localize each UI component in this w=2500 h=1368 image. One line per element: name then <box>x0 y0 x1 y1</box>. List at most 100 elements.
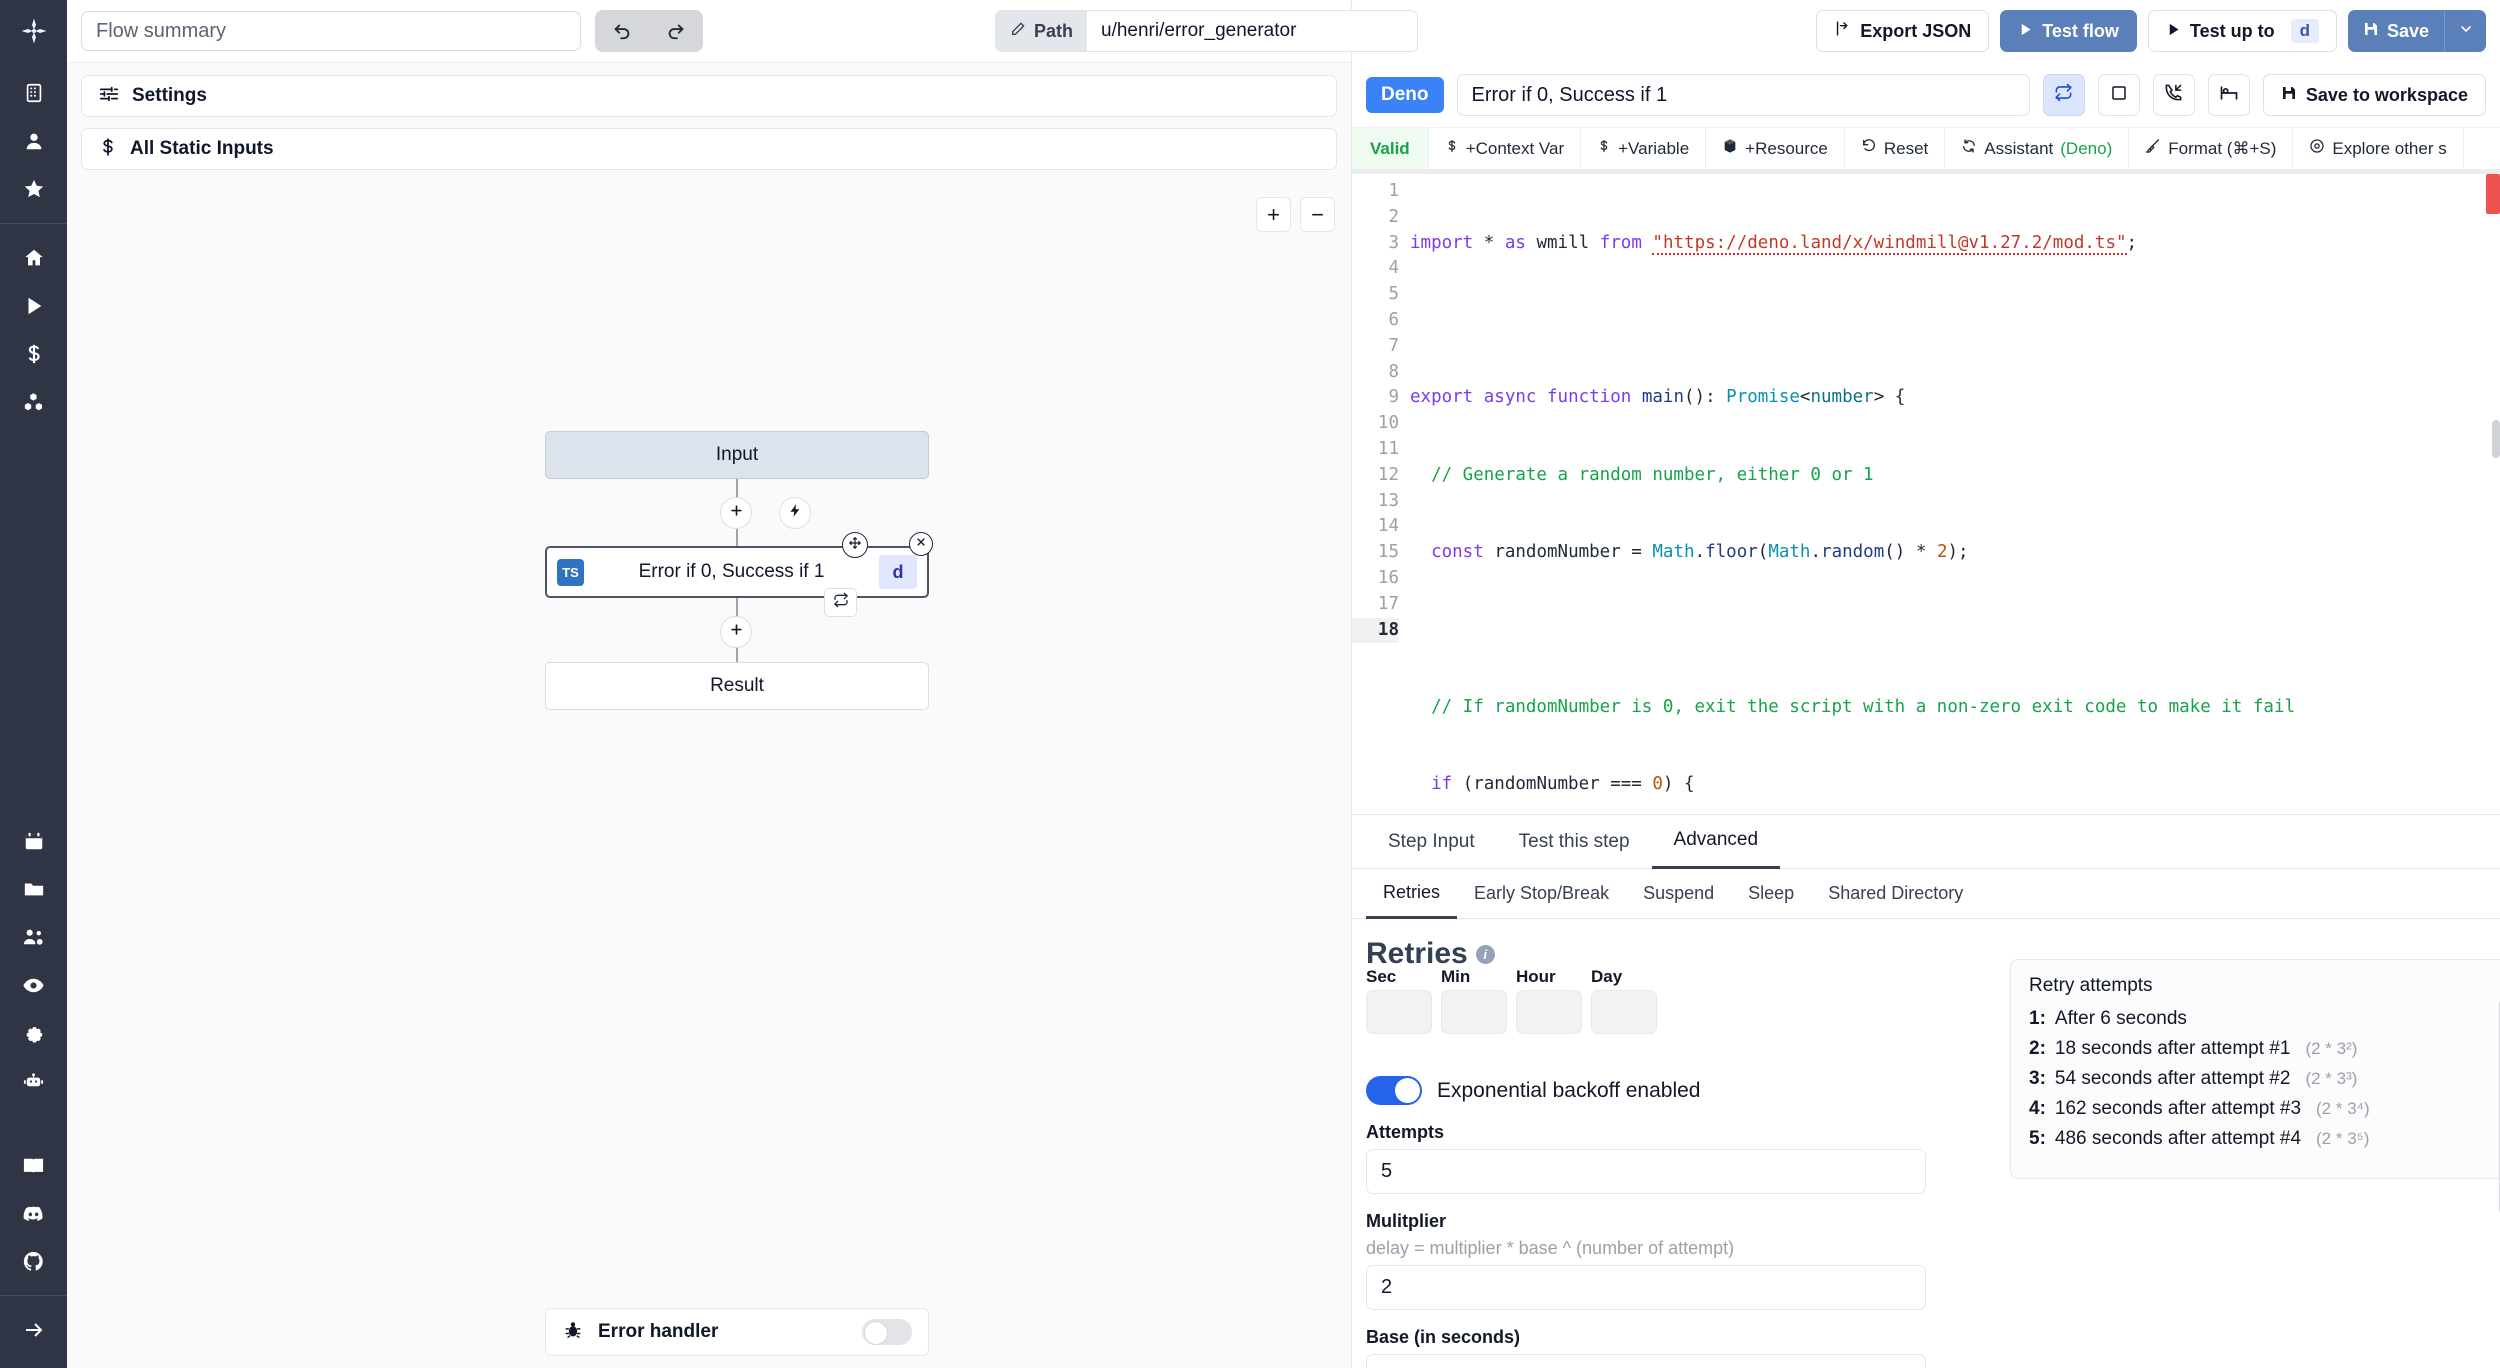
delay-label-hour: Hour <box>1516 967 1556 987</box>
sidebar-item-favorites[interactable] <box>0 165 67 213</box>
node-move-handle[interactable] <box>842 532 868 558</box>
save-icon <box>2281 85 2297 106</box>
line-number: 15 <box>1377 542 1399 563</box>
sidebar-item-workspace[interactable] <box>0 69 67 117</box>
add-context-var-button[interactable]: +Context Var <box>1429 128 1582 170</box>
error-handler-bar[interactable]: Error handler <box>545 1308 929 1356</box>
line-number: 8 <box>1388 361 1399 382</box>
zoom-out-button[interactable]: − <box>1300 197 1335 232</box>
save-button[interactable]: Save <box>2348 10 2444 52</box>
flow-canvas[interactable]: + − Input <box>67 181 1351 1368</box>
retry-attempt-text: 54 seconds after attempt #2 <box>2054 1068 2291 1090</box>
attempts-input[interactable] <box>1366 1149 1926 1195</box>
editor-error-marker <box>2486 174 2500 215</box>
tab-test-this-step[interactable]: Test this step <box>1518 830 1630 852</box>
script-header: Deno <box>1352 63 2500 127</box>
format-label: Format (⌘+S) <box>2168 138 2277 158</box>
zoom-in-button[interactable]: + <box>1256 197 1291 232</box>
retry-toggle-button[interactable] <box>2042 74 2085 116</box>
sidebar-item-github[interactable] <box>0 1237 67 1285</box>
add-step-button-bottom[interactable] <box>720 616 752 648</box>
error-handler-toggle[interactable] <box>862 1319 912 1345</box>
add-resource-label: +Resource <box>1745 138 1828 158</box>
test-up-to-button[interactable]: Test up to d <box>2147 10 2337 52</box>
sidebar-item-discord[interactable] <box>0 1189 67 1237</box>
add-variable-button[interactable]: +Variable <box>1581 128 1707 170</box>
editor-vertical-scrollbar[interactable] <box>2492 420 2500 459</box>
explore-other-scripts-button[interactable]: Explore other s <box>2293 128 2464 170</box>
subtab-sleep[interactable]: Sleep <box>1748 883 1795 904</box>
line-number: 16 <box>1377 568 1399 588</box>
assistant-button[interactable]: Assistant (Deno) <box>1945 128 2130 170</box>
format-button[interactable]: Format (⌘+S) <box>2129 128 2294 170</box>
sidebar-item-variables[interactable] <box>0 330 67 378</box>
sidebar-item-home[interactable] <box>0 234 67 282</box>
add-step-button-top[interactable] <box>720 497 752 529</box>
settings-card[interactable]: Settings <box>81 75 1337 117</box>
add-branch-button[interactable] <box>779 497 811 529</box>
reset-button[interactable]: Reset <box>1845 128 1946 170</box>
path-input[interactable] <box>1087 11 1418 51</box>
subtab-suspend[interactable]: Suspend <box>1643 883 1715 904</box>
sidebar-item-user[interactable] <box>0 117 67 165</box>
delay-input-sec[interactable] <box>1366 990 1432 1035</box>
code-lines[interactable]: import * as wmill from "https://deno.lan… <box>1410 179 2500 814</box>
flow-actions-toolbar: Export JSON Test flow Test up to d <box>1816 10 2486 52</box>
sidebar-item-groups[interactable] <box>0 913 67 961</box>
expand-sidebar-button[interactable] <box>0 1306 67 1354</box>
node-step-error-if-0[interactable]: TS Error if 0, Success if 1 d <box>545 546 929 598</box>
sidebar-item-runs[interactable] <box>0 282 67 330</box>
save-dropdown-button[interactable] <box>2444 10 2486 52</box>
flow-summary-input[interactable] <box>81 11 581 51</box>
tab-step-input[interactable]: Step Input <box>1388 830 1475 852</box>
sidebar-item-workers[interactable] <box>0 1057 67 1105</box>
subtab-shared-directory[interactable]: Shared Directory <box>1828 883 1964 904</box>
export-json-button[interactable]: Export JSON <box>1816 10 1990 52</box>
delay-input-min[interactable] <box>1441 990 1507 1035</box>
eye-icon <box>22 974 45 997</box>
all-static-inputs-card[interactable]: All Static Inputs <box>81 128 1337 170</box>
multiplier-input[interactable] <box>1366 1265 1926 1311</box>
node-close-button[interactable] <box>909 532 933 556</box>
line-number: 3 <box>1388 232 1399 253</box>
retry-icon <box>2054 83 2073 107</box>
sidebar-item-audit-logs[interactable] <box>0 961 67 1009</box>
delay-label-min: Min <box>1441 967 1471 987</box>
add-resource-button[interactable]: +Resource <box>1706 128 1845 170</box>
gear-icon <box>22 1022 45 1045</box>
node-retry-indicator[interactable] <box>824 588 857 617</box>
exponential-backoff-row: Exponential backoff enabled <box>1366 1076 1966 1106</box>
node-result[interactable]: Result <box>545 662 929 710</box>
windmill-logo-icon[interactable] <box>19 16 49 51</box>
info-icon[interactable]: i <box>1475 944 1495 964</box>
sidebar-item-folders[interactable] <box>0 865 67 913</box>
tab-advanced[interactable]: Advanced <box>1651 815 1781 869</box>
early-stop-button[interactable] <box>2152 74 2195 116</box>
undo-button[interactable] <box>595 10 649 52</box>
sidebar-item-schedules[interactable] <box>0 817 67 865</box>
delay-field-hour: Hour <box>1516 967 1582 1035</box>
exponential-backoff-toggle[interactable] <box>1366 1076 1422 1106</box>
test-flow-button[interactable]: Test flow <box>2000 10 2137 52</box>
explore-other-scripts-label: Explore other s <box>2332 138 2447 158</box>
redo-button[interactable] <box>649 10 703 52</box>
subtab-retries[interactable]: Retries <box>1366 869 1458 919</box>
delay-input-day[interactable] <box>1591 990 1657 1035</box>
line-number: 5 <box>1388 284 1399 305</box>
save-to-workspace-button[interactable]: Save to workspace <box>2262 74 2486 116</box>
flow-editor-pane: Settings All Static Inputs + − Input <box>67 0 1352 1368</box>
stop-button[interactable] <box>2097 74 2140 116</box>
base-input[interactable] <box>1366 1354 1926 1368</box>
node-input[interactable]: Input <box>545 431 929 479</box>
dollar-icon <box>23 343 45 365</box>
save-to-workspace-label: Save to workspace <box>2305 84 2468 105</box>
sidebar-item-resources[interactable] <box>0 378 67 426</box>
sidebar-item-docs[interactable] <box>0 1141 67 1189</box>
subtab-early-stop-break[interactable]: Early Stop/Break <box>1474 883 1610 904</box>
code-line: import * as wmill from "https://deno.lan… <box>1410 232 2138 255</box>
script-name-input[interactable] <box>1456 74 2030 116</box>
delay-input-hour[interactable] <box>1516 990 1582 1035</box>
suspend-button[interactable] <box>2207 74 2250 116</box>
sidebar-item-settings[interactable] <box>0 1009 67 1057</box>
